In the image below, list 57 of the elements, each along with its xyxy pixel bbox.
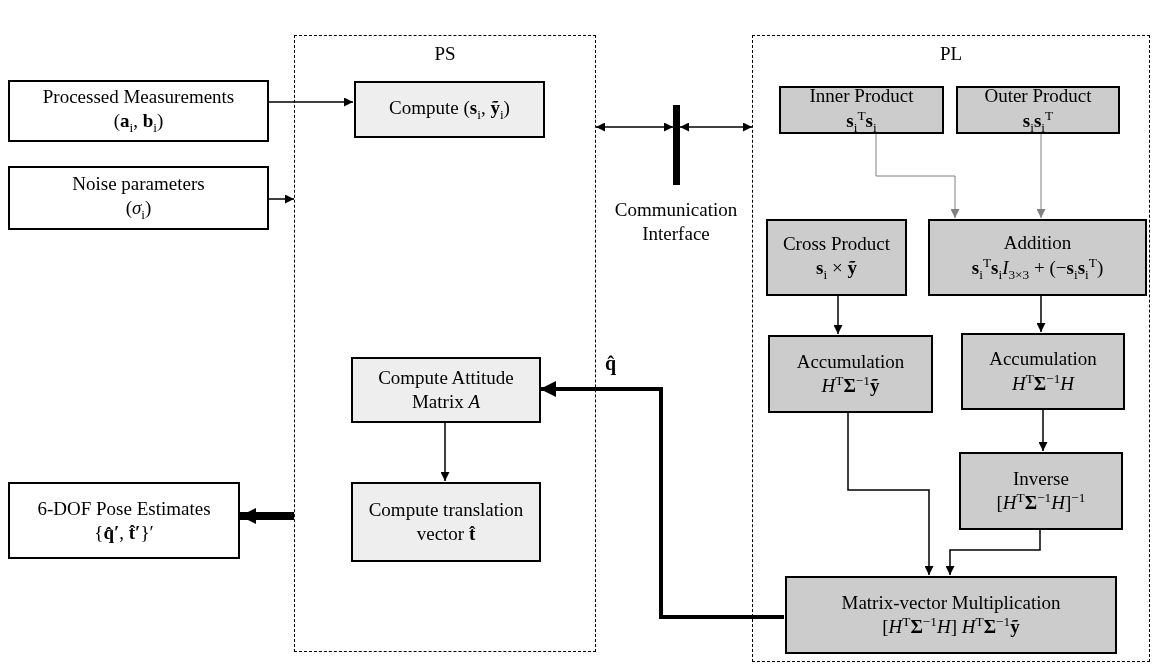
formula-text: H$^{T}$Σ$^{−1}$ỹ [821, 373, 880, 399]
arrow [1038, 408, 1048, 452]
formula-text: [H$^{T}$Σ$^{−1}$H]$^{−1}$ [996, 490, 1086, 516]
process-box [779, 86, 944, 134]
formula-text: s$_{i}$$^{T}$s$_{i}$I$_{3×3}$ + (−s$_{i}$s$_{i}$$^{T}$) [971, 255, 1104, 284]
arrow [847, 411, 934, 576]
box-text: Accumulation [989, 347, 1097, 371]
process-box [351, 357, 541, 423]
arrow [268, 97, 354, 107]
box-text: Compute (s$_{i}$, ỹ$_{i}$) [389, 95, 510, 124]
box-text: 6-DOF Pose Estimates [37, 496, 211, 521]
arrow [945, 528, 1041, 576]
process-box [959, 452, 1123, 530]
box-text: Noise parameters [72, 172, 205, 197]
box-text: Addition [1003, 231, 1072, 255]
box-text: Outer Product [984, 83, 1092, 108]
process-box [351, 482, 541, 562]
formula-text: s$_{i}$ × ỹ [816, 255, 857, 284]
box-text: Matrix-vector Multiplication [841, 590, 1061, 615]
formula-text: s$_{i}$$^{T}$s$_{i}$ [846, 107, 877, 137]
edge-label: q̂ [603, 352, 619, 375]
formula-text: H$^{T}$Σ$^{−1}$H [1011, 370, 1075, 396]
arrow [440, 421, 450, 482]
process-box [768, 335, 933, 413]
dashed-panel [752, 35, 1150, 662]
box-text: Cross Product [782, 231, 891, 256]
box-text: Accumulation [796, 349, 905, 374]
arrow [268, 194, 295, 204]
formula-text: {q̂′, t̂′}′ [94, 520, 154, 545]
interface-label: Communication Interface [613, 198, 739, 246]
formula-text: (a$_{i}$, b$_{i}$) [113, 109, 164, 137]
formula-text: (σ$_{i}$) [125, 196, 152, 224]
process-box [785, 576, 1117, 654]
process-box [8, 482, 240, 559]
arrow [1036, 132, 1046, 219]
thick-arrow [540, 381, 784, 619]
process-box [8, 166, 269, 230]
process-box [354, 81, 545, 138]
process-box [8, 80, 269, 142]
box-text: Compute Attitude Matrix A [377, 366, 515, 414]
arrow [875, 132, 960, 219]
formula-text: [H$^{T}$Σ$^{−1}$H] H$^{T}$Σ$^{−1}$ỹ [882, 614, 1020, 640]
process-box [928, 219, 1147, 296]
arrow [833, 294, 843, 335]
box-text: Compute translation vector t̂ [367, 498, 525, 546]
panel-title: PL [939, 42, 963, 66]
arrow [679, 122, 753, 132]
process-box [961, 333, 1125, 410]
box-text: Processed Measurements [42, 85, 235, 110]
arrow [1036, 294, 1046, 333]
process-box [766, 219, 907, 296]
panel-title: PS [434, 42, 456, 66]
process-box [956, 86, 1120, 134]
box-text: Inverse [1013, 466, 1069, 491]
box-text: Inner Product [809, 83, 914, 108]
dashed-panel [294, 35, 596, 652]
arrow [595, 122, 674, 132]
